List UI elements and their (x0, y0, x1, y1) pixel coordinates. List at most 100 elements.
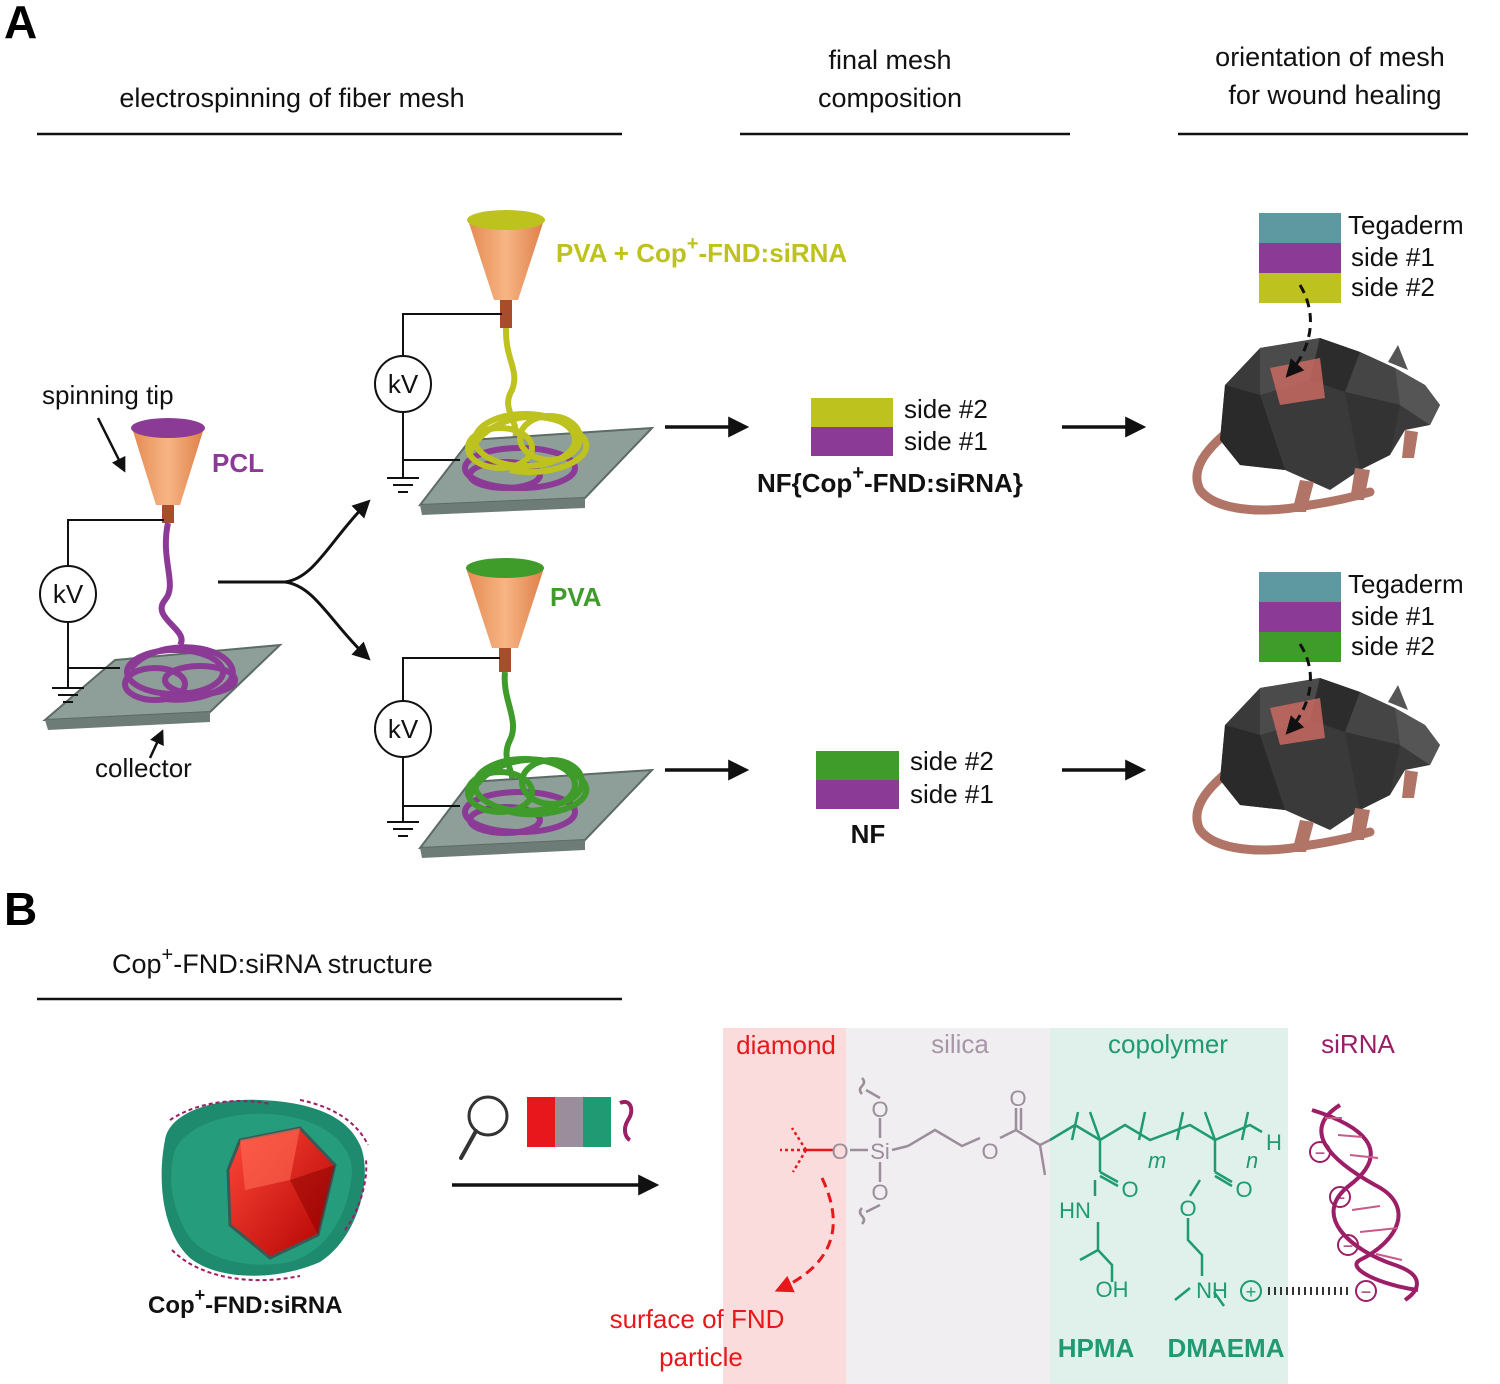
pva-cop-circuit (402, 313, 502, 478)
surface-arrow (774, 1177, 835, 1293)
diamond-zone (723, 1028, 846, 1384)
pva-fiber (501, 671, 517, 786)
pcl-circuit (67, 519, 164, 688)
negative-charge-sign-4: − (1361, 1282, 1372, 1302)
header-composition-line2: composition (818, 83, 962, 113)
bottom-stack-side2-swatch (1259, 632, 1341, 662)
pva-cone-top (466, 558, 544, 578)
collector-label: collector (95, 753, 192, 783)
terminal-h: H (1266, 1130, 1282, 1155)
silica-branch (1038, 1144, 1047, 1176)
header-orientation-line2: for wound healing (1228, 80, 1441, 110)
bottom-mesh-side1-label: side #1 (910, 779, 994, 809)
pcl-cone (132, 428, 204, 505)
pva-cop-collector-edge (420, 498, 585, 515)
amide-hn: HN (1059, 1198, 1091, 1223)
legend-sirna-icon (619, 1099, 634, 1142)
surface-label-line1: surface of FND (610, 1304, 785, 1334)
pva-cone (466, 568, 544, 648)
carbonyl-oxygen: O (1009, 1086, 1026, 1111)
subscript-m: m (1148, 1148, 1166, 1173)
hydroxyl-oh: OH (1096, 1277, 1129, 1302)
pva-cop-cone-top (467, 210, 545, 230)
header-electrospinning: electrospinning of fiber mesh (119, 83, 464, 113)
bottom-placement-arrow (1285, 643, 1312, 735)
panel-a-letter: A (4, 0, 37, 48)
pva-mesh (462, 756, 590, 836)
top-mesh-side1-swatch (811, 427, 893, 456)
silica-zone-label: silica (931, 1029, 989, 1059)
pcl-label: PCL (212, 448, 264, 478)
silica-oxygen-bottom: O (871, 1180, 888, 1205)
pva-collector-edge (420, 840, 585, 858)
negative-charge-sign-3: − (1343, 1236, 1354, 1256)
dmaema-label: DMAEMA (1168, 1333, 1285, 1363)
magnifier-icon (459, 1095, 509, 1160)
pva-voltage-label: kV (388, 714, 419, 744)
top-stack-side1-label: side #1 (1351, 242, 1435, 272)
bottom-stack-side1-label: side #1 (1351, 601, 1435, 631)
amine-nh: NH (1196, 1278, 1228, 1303)
diamond-structure (780, 1127, 833, 1173)
pva-nozzle (499, 648, 511, 672)
sirna-zone-label: siRNA (1321, 1029, 1395, 1059)
pcl-cone-top (131, 418, 205, 438)
silica-structure (850, 1077, 1051, 1225)
rat-icon-bottom (1192, 678, 1440, 855)
panel-b-header: Cop+-FND:siRNA structure (112, 944, 433, 979)
bottom-stack-side2-label: side #2 (1351, 631, 1435, 661)
bottom-mesh-composition: side #2 side #1 NF (816, 746, 994, 849)
top-mesh-composition: side #2 side #1 NF{Cop+-FND:siRNA} (757, 394, 1023, 498)
pcl-mesh (122, 644, 238, 703)
copolymer-structure (1049, 1111, 1263, 1307)
collector-arrow (148, 729, 164, 759)
pva-ground-icon (387, 821, 419, 837)
pva-cop-voltage-label: kV (388, 369, 419, 399)
ester-oxygen: O (981, 1139, 998, 1164)
bottom-stack-tegaderm-label: Tegaderm (1348, 569, 1464, 599)
subscript-n: n (1246, 1148, 1258, 1173)
pcl-fiber (158, 522, 185, 647)
pcl-collector-edge (45, 712, 210, 730)
diamond-zone-label: diamond (736, 1030, 836, 1060)
silica-oxygen-top: O (871, 1097, 888, 1122)
positive-charge-sign: + (1246, 1282, 1257, 1302)
bottom-layer-stack: Tegaderm side #1 side #2 (1259, 569, 1464, 662)
bottom-stack-side1-swatch (1259, 602, 1341, 632)
dmaema-carbonyl-oxygen: O (1235, 1177, 1252, 1202)
legend-diamond-swatch (527, 1097, 555, 1147)
pva-voltmeter (374, 700, 432, 758)
top-mesh-side1-label: side #1 (904, 426, 988, 456)
pva-cop-setup: PVA + Cop+-FND:siRNA kV (374, 210, 847, 515)
bottom-mesh-side1-swatch (816, 780, 899, 809)
copolymer-zone-label: copolymer (1108, 1029, 1228, 1059)
pcl-setup: spinning tip PCL kV collector (39, 380, 283, 783)
pva-cop-ground-icon (387, 477, 419, 493)
pva-cop-nozzle (500, 300, 512, 328)
sirna-helix-icon (1311, 1103, 1419, 1302)
panel-b-letter: B (4, 883, 37, 935)
pva-cop-fiber (502, 327, 519, 441)
header-composition-line1: final mesh (828, 45, 951, 75)
top-placement-arrow (1285, 284, 1312, 378)
pcl-ground-icon (52, 687, 84, 703)
top-mesh-name: NF{Cop+-FND:siRNA} (757, 462, 1023, 498)
pcl-voltage-label: kV (53, 579, 84, 609)
pva-cop-mesh (462, 411, 590, 491)
legend-copolymer-swatch (583, 1097, 611, 1147)
pva-circuit (402, 657, 500, 822)
fork-arrows (218, 499, 371, 661)
pva-cop-label: PVA + Cop+-FND:siRNA (556, 233, 847, 268)
pva-cop-voltmeter (374, 355, 432, 413)
rat-icon-top (1192, 338, 1440, 515)
bottom-mesh-side2-label: side #2 (910, 746, 994, 776)
spinning-tip-label: spinning tip (42, 380, 174, 410)
negative-charge-sign-1: − (1315, 1143, 1326, 1163)
negative-charge-icons: − − − − (1309, 1141, 1377, 1302)
top-stack-tegaderm-label: Tegaderm (1348, 210, 1464, 240)
diamond-oxygen: O (831, 1139, 848, 1164)
bottom-stack-tegaderm-swatch (1259, 572, 1341, 602)
copolymer-zone (1050, 1028, 1288, 1384)
negative-charge-sign-2: − (1335, 1188, 1346, 1208)
